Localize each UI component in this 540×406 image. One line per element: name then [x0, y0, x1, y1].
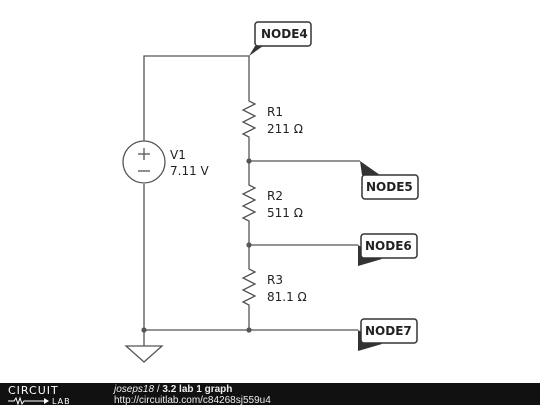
resistor-r3[interactable] [241, 264, 257, 310]
r2-value-label: 511 Ω [267, 206, 303, 220]
schematic-canvas: V1 7.11 V R1 211 Ω R2 511 Ω R3 81.1 Ω NO… [122, 21, 419, 363]
wire-bottom [143, 184, 249, 331]
node5-label: NODE5 [366, 180, 413, 194]
v1-value-label: 7.11 V [170, 164, 210, 178]
node5-tag[interactable]: NODE5 [360, 161, 419, 200]
author-link[interactable]: joseps18 [114, 384, 155, 395]
junction-dot [246, 242, 252, 248]
separator: / [156, 384, 160, 395]
r1-value-label: 211 Ω [267, 122, 303, 136]
node6-tag[interactable]: NODE6 [358, 233, 418, 266]
ground-icon [124, 345, 164, 363]
node7-tag[interactable]: NODE7 [358, 318, 418, 351]
circuit-url[interactable]: http://circuitlab.com/c84268sj559u4 [114, 395, 271, 406]
junction-dot [246, 327, 252, 333]
r1-name-label: R1 [267, 105, 283, 119]
v1-name-label: V1 [170, 148, 186, 162]
node4-label: NODE4 [261, 27, 308, 41]
circuit-info: joseps18 / 3.2 lab 1 graph http://circui… [114, 385, 271, 406]
r3-value-label: 81.1 Ω [267, 290, 307, 304]
voltage-source-v1[interactable] [122, 140, 166, 184]
footer-bar: CIRCUIT LAB joseps18 / 3.2 lab 1 graph h… [0, 383, 540, 406]
logo-resistor-icon [8, 396, 30, 405]
resistor-r1[interactable] [241, 96, 257, 142]
circuit-title[interactable]: 3.2 lab 1 graph [162, 384, 233, 395]
junction-dot [246, 158, 252, 164]
logo-diode-icon [44, 398, 49, 404]
resistor-r2[interactable] [241, 180, 257, 226]
r3-name-label: R3 [267, 273, 283, 287]
node7-label: NODE7 [365, 324, 412, 338]
junction-dot [141, 327, 147, 333]
node4-tag[interactable]: NODE4 [249, 21, 312, 56]
r2-name-label: R2 [267, 189, 283, 203]
logo-top-text: CIRCUIT [8, 384, 59, 397]
circuitlab-logo[interactable]: CIRCUIT LAB [6, 383, 106, 405]
circuit-schematic: V1 7.11 V R1 211 Ω R2 511 Ω R3 81.1 Ω NO… [122, 21, 419, 363]
node6-label: NODE6 [365, 239, 412, 253]
logo-bottom-text: LAB [52, 397, 71, 405]
wire-top [143, 55, 250, 162]
